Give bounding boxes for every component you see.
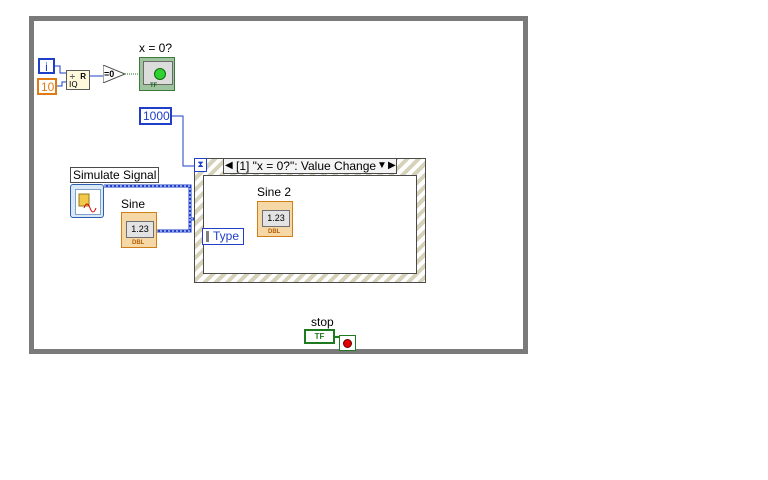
sine2-display: 1.23 [262,210,290,227]
indicator-x0-label: x = 0? [139,41,173,55]
simulate-signal-node[interactable] [70,184,104,218]
signal-wave-icon [78,193,97,213]
sine2-label: Sine 2 [257,185,292,199]
while-loop-bottom [29,349,528,354]
wire-signal[interactable] [104,184,197,221]
event-type-node[interactable]: Type [202,228,244,245]
tf-label: TF [150,83,158,89]
remainder-label: R [80,72,86,81]
equal-zero-label: =0 [104,69,115,79]
simulate-signal-label: Simulate Signal [70,167,160,183]
quotient-remainder-node[interactable]: ÷ IQ R [66,70,90,90]
iteration-terminal[interactable]: i [38,58,55,74]
event-case-frame [203,175,417,274]
stop-icon [343,339,352,348]
timeout-constant[interactable]: 1000 [139,107,172,125]
wire-i[interactable] [55,65,66,74]
type-label: Type [213,229,240,243]
stop-label: stop [311,315,334,329]
sine-display: 1.23 [126,221,154,238]
wire-timeout[interactable] [172,115,194,167]
chevron-down-icon[interactable]: ▼ [377,160,387,171]
sine-label: Sine [121,197,146,211]
led-icon [154,68,166,80]
wire-divisor[interactable] [57,81,66,87]
sine-indicator[interactable]: 1.23 DBL [121,212,157,248]
sine-dbl-label: DBL [132,240,145,246]
svg-text:÷: ÷ [69,72,76,81]
loop-condition-terminal[interactable] [339,335,356,351]
while-loop-right [523,16,528,354]
wire-sine[interactable] [157,219,192,233]
sine2-indicator[interactable]: 1.23 DBL [257,201,293,237]
event-case-label: [1] "x = 0?": Value Change [236,159,377,173]
while-loop-left [29,16,34,354]
prev-case-icon[interactable]: ◀ [225,160,233,171]
divisor-constant[interactable]: 10 [37,78,57,95]
timeout-terminal-icon[interactable]: ⧗ [194,158,207,172]
svg-text:IQ: IQ [69,80,78,89]
event-case-selector[interactable]: ◀ [1] "x = 0?": Value Change ▼ ▶ [223,158,397,174]
while-loop-top [29,16,528,21]
stop-button-terminal[interactable]: TF [304,329,335,344]
x0-boolean-indicator[interactable]: TF [139,57,175,91]
sine2-dbl-label: DBL [268,229,281,235]
equal-zero-node[interactable] [103,65,125,83]
next-case-icon[interactable]: ▶ [388,160,396,171]
